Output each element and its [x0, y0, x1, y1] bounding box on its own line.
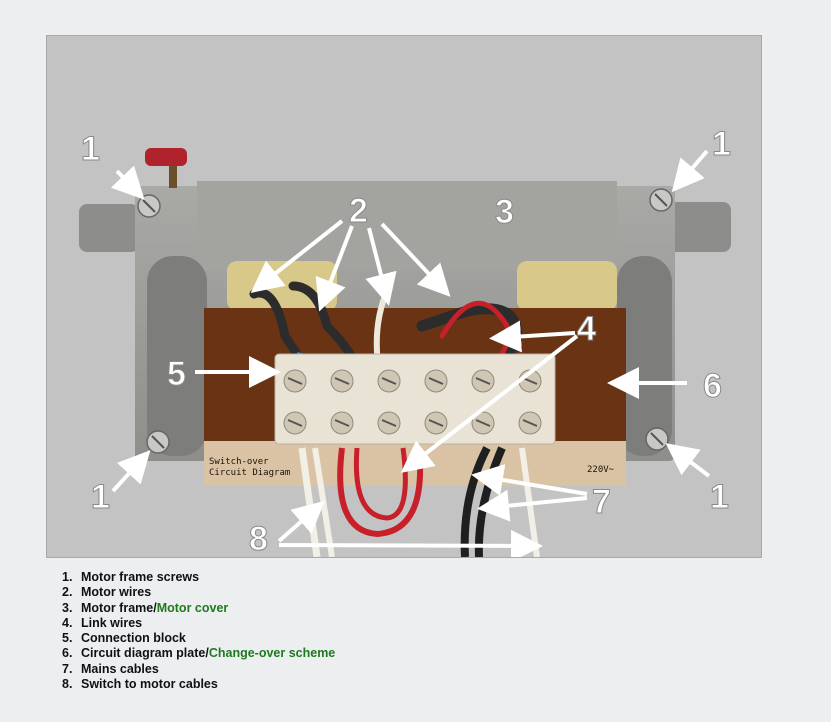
callout-1-bottom-left: 1 [91, 478, 110, 516]
legend-item: 5. Connection block [62, 631, 335, 646]
legend-item-label: Motor frame screws [81, 570, 200, 584]
legend-item: 2. Motor wires [62, 585, 335, 600]
legend-item-label: Motor wires [81, 585, 152, 600]
legend-item-label: Switch to motor cables [81, 677, 218, 692]
screw-bottom-right [645, 427, 669, 451]
link-wire-2 [353, 447, 408, 521]
callout-1-top-right: 1 [712, 125, 731, 163]
legend-item-alternate-name: Motor cover [156, 600, 229, 615]
terminal-screw-slot [522, 377, 538, 385]
right-winding [517, 261, 617, 311]
plate-text-circuit-diagram: Circuit Diagram [209, 468, 290, 478]
arrow-2-c [365, 227, 397, 306]
motor-cover [197, 181, 617, 271]
arrow-2-b [315, 225, 354, 312]
arrow-1-bottom-right [665, 443, 711, 478]
terminal-screw-slot [381, 419, 397, 427]
arrow-4-b [400, 334, 579, 473]
motor-illustration: Switch-over Circuit Diagram 220V~ [79, 125, 731, 557]
connection-block [274, 353, 556, 445]
callout-1-top-left: 1 [81, 130, 100, 168]
arrow-1-top-left [110, 165, 145, 200]
left-housing [147, 256, 207, 456]
callout-1-bottom-right: 1 [710, 478, 729, 516]
terminal-screw-slot [334, 377, 350, 385]
legend-item-number: 4. [62, 615, 73, 630]
terminal-screw-slot [381, 377, 397, 385]
callout-5: 5 [167, 355, 186, 393]
terminal-screw-slot [475, 419, 491, 427]
legend-item-number: 2. [62, 585, 73, 600]
arrow-4-a [489, 320, 576, 353]
legend-item-number: 1. [62, 570, 73, 584]
legend-item-number: 6. [62, 646, 73, 661]
knob-stem [169, 164, 177, 188]
callout-2: 2 [349, 192, 368, 230]
arrow-2-d [380, 222, 451, 297]
arrow-8-b [278, 529, 543, 557]
callout-4: 4 [577, 310, 596, 348]
plate-text-voltage: 220V~ [587, 465, 615, 475]
callout-7: 7 [592, 483, 611, 521]
right-housing [617, 256, 672, 456]
callout-6: 6 [703, 367, 722, 405]
legend-item: 7. Mains cables [62, 662, 335, 677]
screw-top-left [137, 194, 161, 218]
legend-item-label: Connection block [81, 631, 186, 646]
callout-8: 8 [249, 520, 268, 557]
arrow-7-a [471, 464, 588, 496]
screw-bottom-left [146, 430, 170, 454]
arrow-8-a [277, 500, 326, 543]
legend-item-label: Mains cables [81, 661, 159, 676]
legend-item: 6. Circuit diagram plate/Change-over sche… [62, 646, 335, 661]
terminal-screw-slot [428, 419, 444, 427]
arrow-1-top-right [671, 149, 709, 193]
left-flange [79, 204, 139, 252]
screw-top-right [649, 188, 673, 212]
terminal-screw-slot [287, 377, 303, 385]
legend-item-label: Link wires [81, 615, 143, 630]
legend-list: 1. Motor frame screws 2. Motor wires 3. Motor… [62, 570, 335, 692]
arrow-1-bottom-left [111, 450, 151, 493]
legend-item-separator: / [153, 600, 157, 615]
legend-item-label: Circuit diagram plate [81, 646, 206, 661]
legend-item-number: 8. [62, 677, 73, 692]
legend-item-number: 3. [62, 600, 73, 615]
legend-item: 3. Motor frame/Motor cover [62, 601, 335, 616]
legend-item: 4. Link wires [62, 616, 335, 631]
legend-item-number: 5. [62, 631, 73, 646]
legend-item-separator: / [205, 646, 209, 661]
terminal-screw-slot [287, 419, 303, 427]
callout-3: 3 [495, 193, 514, 231]
terminal-screw-slot [475, 377, 491, 385]
terminal-screw-slot [428, 377, 444, 385]
legend-item-alternate-name: Change-over scheme [208, 646, 336, 661]
terminal-screw-slot [522, 419, 538, 427]
legend-item-label: Motor frame [81, 600, 154, 615]
right-flange [667, 202, 731, 252]
legend-item: 8. Switch to motor cables [62, 677, 335, 692]
terminal-screw-slot [334, 419, 350, 427]
arrow-2-a [250, 219, 344, 293]
reset-knob [145, 148, 187, 166]
motor-photo: Switch-over Circuit Diagram 220V~ [46, 35, 762, 558]
link-wire-1 [337, 447, 423, 538]
legend-item: 1. Motor frame screws [62, 570, 335, 585]
arrow-7-b [477, 489, 588, 522]
plate-text-switchover: Switch-over [209, 457, 269, 467]
legend-item-number: 7. [62, 661, 73, 676]
